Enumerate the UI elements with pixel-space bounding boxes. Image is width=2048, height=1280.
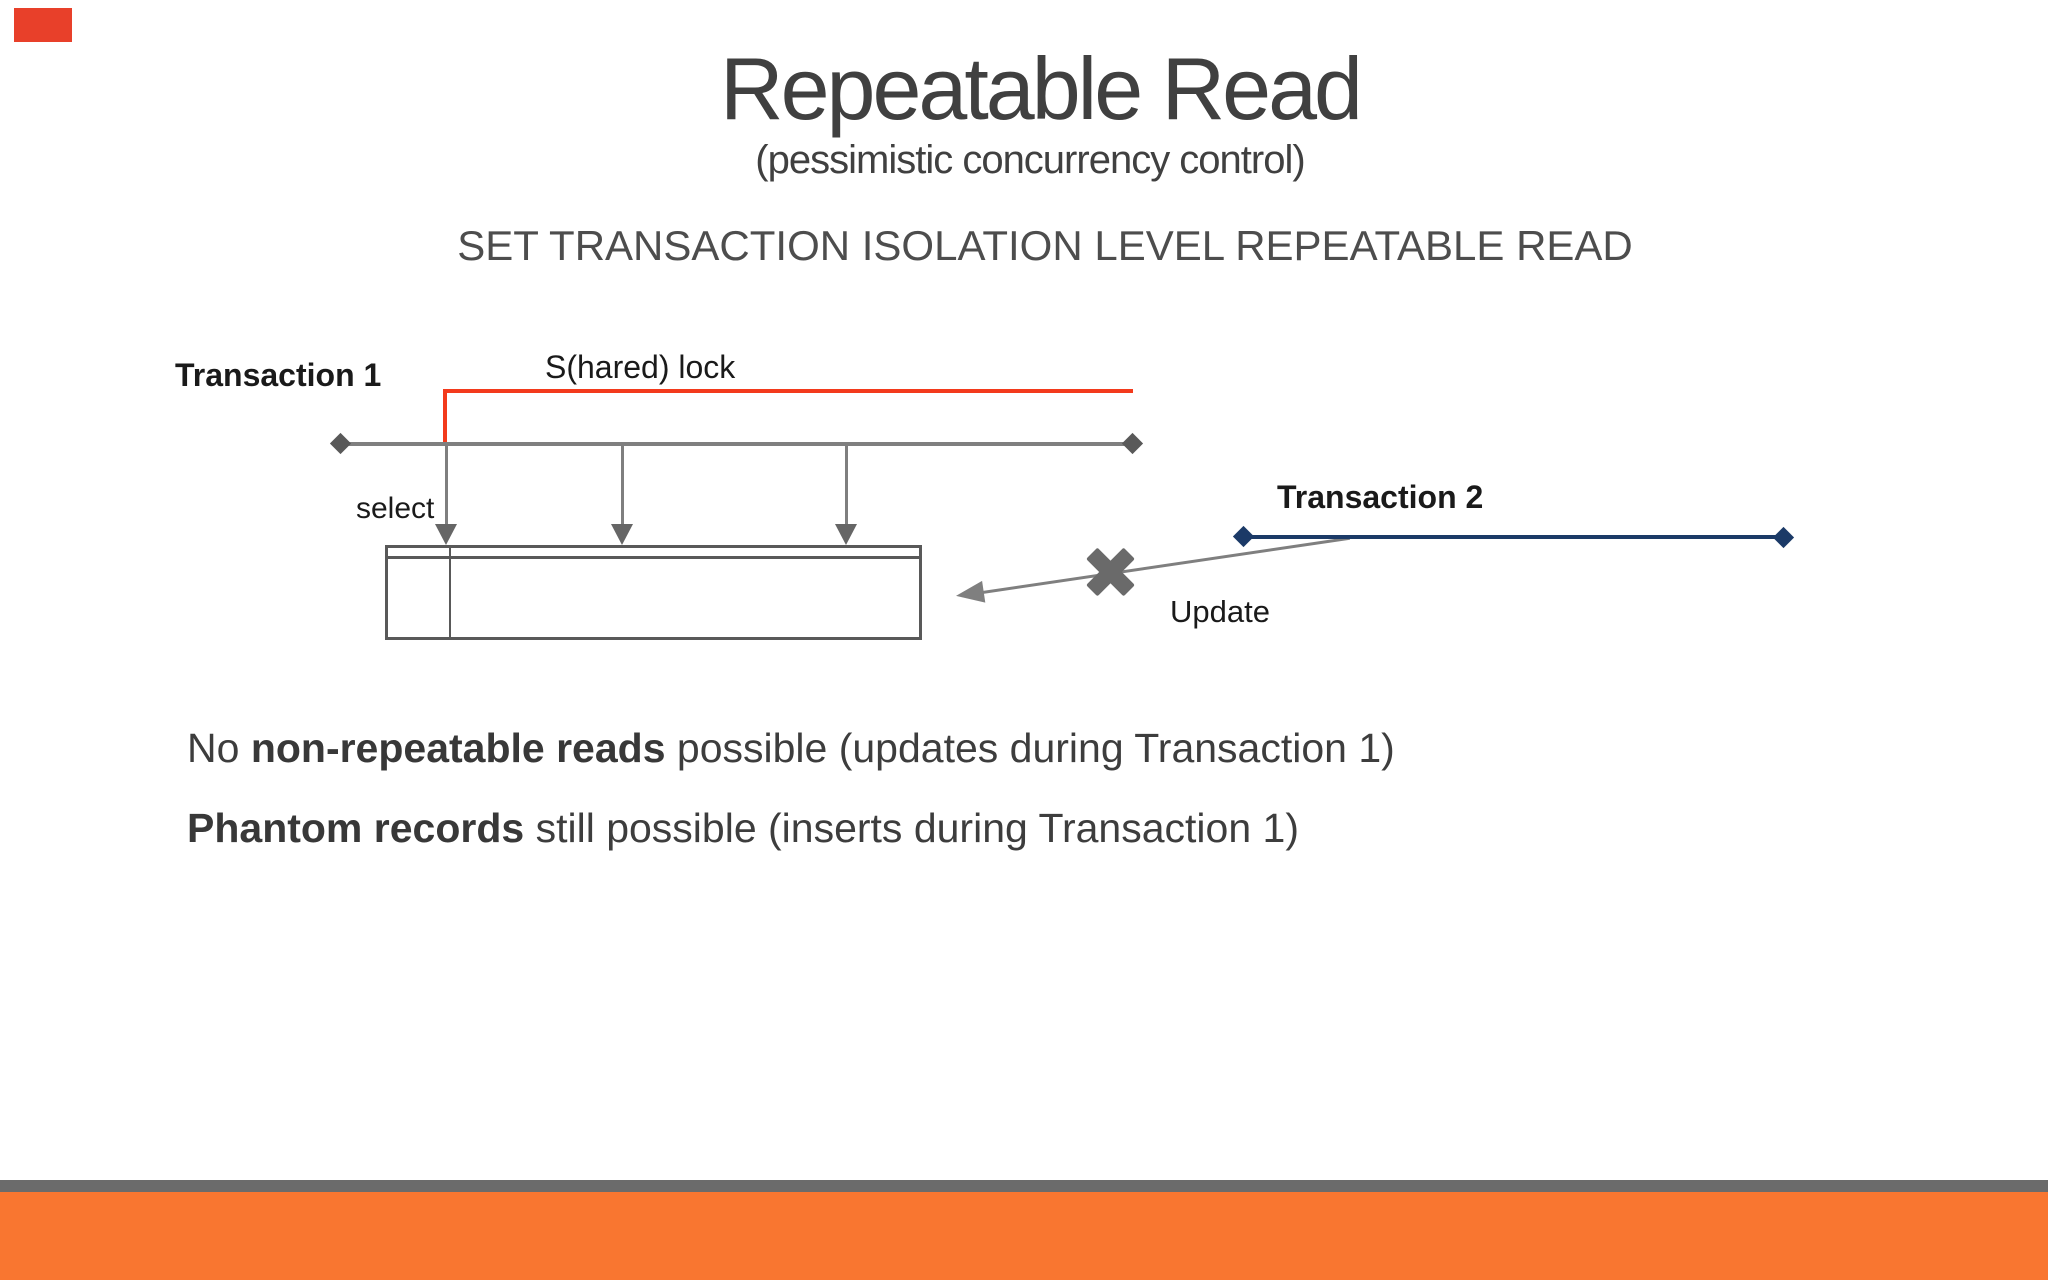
update-arrow — [954, 536, 1351, 607]
note-phantom-records: Phantom records still possible (inserts … — [187, 805, 1299, 852]
transaction2-label: Transaction 2 — [1277, 479, 1484, 515]
footer-orange-bar — [0, 1192, 2048, 1280]
select-arrowhead-icon — [435, 524, 457, 545]
note2-bold: Phantom records — [187, 805, 525, 851]
select-label: select — [356, 492, 435, 525]
select-arrow-shaft — [621, 446, 624, 526]
shared-lock-bracket-vertical — [443, 389, 447, 445]
select-arrow-shaft — [845, 446, 848, 526]
table-header-separator — [388, 556, 919, 559]
note1-prefix: No — [187, 725, 251, 771]
slide-title: Repeatable Read — [720, 39, 1363, 138]
transaction2-timeline — [1243, 535, 1784, 539]
sql-statement: SET TRANSACTION ISOLATION LEVEL REPEATAB… — [457, 222, 1633, 269]
transaction1-timeline — [340, 442, 1133, 446]
database-table — [385, 545, 922, 640]
timeline2-start-diamond-icon — [1232, 525, 1255, 548]
top-left-red-accent — [14, 8, 72, 42]
select-arrowhead-icon — [835, 524, 857, 545]
shared-lock-bracket-horizontal — [443, 389, 1133, 393]
slide-subtitle: (pessimistic concurrency control) — [755, 138, 1305, 182]
note2-suffix: still possible (inserts during Transacti… — [524, 805, 1299, 851]
note-non-repeatable-reads: No non-repeatable reads possible (update… — [187, 725, 1395, 772]
note1-bold: non-repeatable reads — [250, 725, 666, 771]
transaction1-label: Transaction 1 — [175, 357, 382, 393]
note1-suffix: possible (updates during Transaction 1) — [665, 725, 1395, 771]
shared-lock-label: S(hared) lock — [545, 349, 736, 385]
update-arrowhead-icon — [954, 580, 986, 607]
timeline1-start-diamond-icon — [329, 432, 352, 455]
select-arrowhead-icon — [611, 524, 633, 545]
table-column-divider — [449, 548, 451, 637]
update-label: Update — [1170, 594, 1270, 629]
timeline1-end-diamond-icon — [1121, 432, 1144, 455]
timeline2-end-diamond-icon — [1772, 526, 1795, 549]
footer-gray-bar — [0, 1180, 2048, 1192]
select-arrow-shaft — [445, 446, 448, 526]
